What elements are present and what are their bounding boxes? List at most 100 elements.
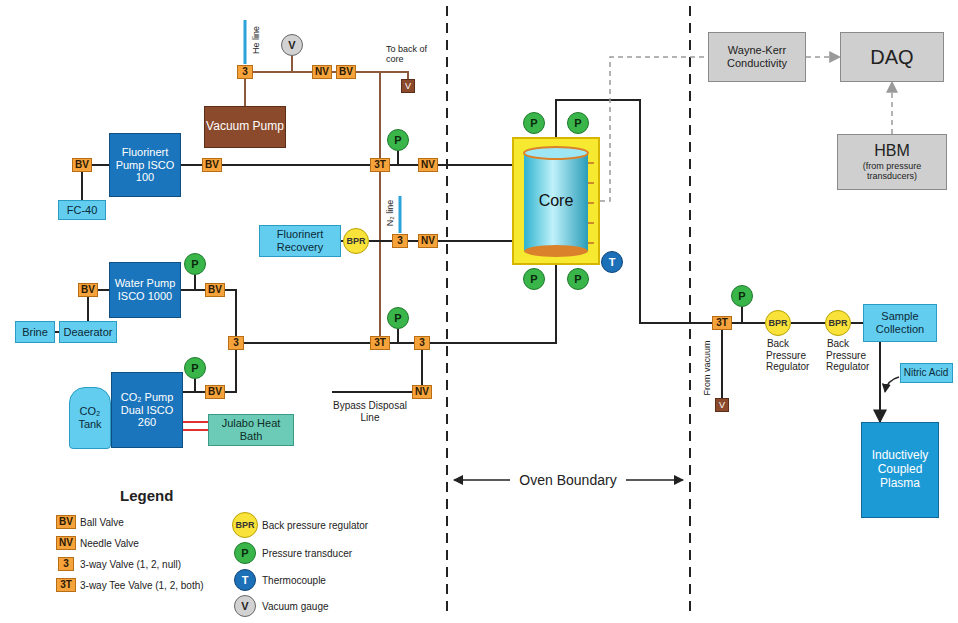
- legend-symbol: P: [234, 542, 256, 564]
- flow-line: [398, 151, 418, 165]
- flow-line: [398, 329, 414, 343]
- node-label: CO₂ Pump Dual ISCO 260: [112, 391, 182, 429]
- pump-box: Water Pump ISCO 1000: [109, 262, 181, 318]
- valve-symbol: NV: [412, 385, 432, 399]
- legend-symbol: NV: [56, 536, 76, 550]
- pump-box: Fluorinert Pump ISCO 100: [109, 133, 181, 197]
- flow-line: [81, 172, 83, 200]
- valve-symbol: 3: [228, 336, 244, 350]
- node-label: DAQ: [870, 46, 913, 69]
- pressure-transducer: P: [184, 253, 206, 275]
- legend-text: Ball Valve: [80, 517, 124, 528]
- node-label: NV: [315, 66, 329, 78]
- node-label: BV: [208, 284, 222, 296]
- node-label: 3: [397, 235, 403, 247]
- instrument-box: Wayne-Kerr Conductivity: [708, 32, 806, 82]
- node-label: BV: [81, 284, 95, 296]
- valve-symbol: NV: [418, 158, 438, 172]
- node-label: 3: [419, 337, 425, 349]
- legend-symbol-text: 3T: [60, 579, 72, 591]
- node-note: Back Pressure Regulator: [766, 338, 790, 373]
- valve-symbol: BV: [78, 283, 98, 297]
- annotation-label: Oven Boundary: [519, 472, 616, 488]
- boundary-arrow: [454, 479, 510, 481]
- annotation-label: From vacuum: [702, 340, 712, 395]
- helium-line: [244, 20, 247, 64]
- valve-symbol: 3: [414, 336, 430, 350]
- valve-symbol: 3T: [712, 316, 732, 330]
- supply-box: Brine: [15, 321, 55, 343]
- signal-line: [891, 82, 893, 134]
- legend-text: Thermocouple: [262, 575, 326, 586]
- valve-symbol: BV: [72, 158, 92, 172]
- node-label: Vacuum Pump: [206, 120, 284, 134]
- legend-symbol: T: [234, 569, 256, 591]
- node-label: FC-40: [67, 204, 98, 217]
- legend-symbol: V: [234, 595, 256, 617]
- vacuum-port: V: [401, 79, 415, 93]
- node-label: Inductively Coupled Plasma: [862, 449, 938, 490]
- signal-line: [600, 57, 708, 201]
- node-label: V: [405, 81, 411, 91]
- supply-box: FC-40: [58, 200, 106, 220]
- node-label: P: [191, 258, 198, 271]
- pressure-transducer: P: [184, 357, 206, 379]
- valve-symbol: BV: [336, 65, 356, 79]
- bypass-line: [332, 391, 412, 393]
- legend-symbol-text: T: [242, 574, 249, 587]
- valve-symbol: NV: [418, 234, 438, 248]
- legend-text: Pressure transducer: [262, 548, 352, 559]
- heating-line: [183, 429, 208, 431]
- flow-line: [195, 379, 205, 392]
- supply-box: Deaerator: [59, 321, 117, 343]
- flow-line: [87, 297, 89, 321]
- legend-symbol: 3T: [56, 578, 76, 592]
- legend-text: 3-way Tee Valve (1, 2, both): [80, 580, 204, 591]
- node-label: BV: [208, 386, 222, 398]
- pressure-transducer: P: [567, 268, 589, 290]
- node-label: P: [530, 117, 537, 130]
- flow-line: [430, 265, 556, 343]
- valve-symbol: NV: [312, 65, 332, 79]
- flow-line: [195, 275, 205, 290]
- node-label: P: [394, 312, 401, 325]
- back-pressure-regulator: BPRBack Pressure Regulator: [825, 310, 851, 336]
- node-label: BPR: [768, 318, 787, 328]
- node-note: (from pressure transducers): [838, 161, 946, 182]
- supply-box: CO₂ Tank: [69, 387, 111, 449]
- flow-line: [222, 164, 370, 166]
- node-label: NV: [415, 386, 429, 398]
- node-label: 3: [233, 337, 239, 349]
- pressure-transducer: P: [387, 129, 409, 151]
- node-label: BPR: [346, 236, 365, 246]
- pump-box: Vacuum Pump: [204, 106, 286, 148]
- valve-symbol: BV: [205, 385, 225, 399]
- node-label: V: [288, 39, 295, 52]
- legend-symbol-text: BV: [59, 516, 73, 528]
- oven-boundary-line: [689, 6, 691, 617]
- vacuum-line: [379, 172, 381, 336]
- pressure-transducer: P: [387, 307, 409, 329]
- node-label: P: [191, 362, 198, 375]
- node-label: Sample Collection: [864, 310, 936, 335]
- flow-line: [851, 322, 863, 324]
- node-label: NV: [421, 159, 435, 171]
- node-label: Deaerator: [64, 326, 113, 339]
- signal-line: [806, 56, 840, 58]
- node-label: Wayne-Kerr Conductivity: [709, 44, 805, 69]
- node-label: BV: [205, 159, 219, 171]
- flow-line: [244, 342, 370, 344]
- valve-symbol: 3T: [370, 158, 390, 172]
- valve-symbol: 3: [392, 234, 408, 248]
- supply-box: Fluorinert Recovery: [259, 225, 341, 257]
- node-label: P: [574, 117, 581, 130]
- flow-line: [791, 322, 825, 324]
- node-label: P: [738, 290, 745, 303]
- flow-line: [421, 350, 423, 385]
- valve-symbol: BV: [202, 158, 222, 172]
- flow-line: [438, 164, 512, 166]
- node-label: Nitric Acid: [904, 367, 948, 379]
- vacuum-line: [356, 72, 380, 158]
- nitrogen-line: [399, 196, 402, 233]
- node-label: T: [609, 256, 616, 269]
